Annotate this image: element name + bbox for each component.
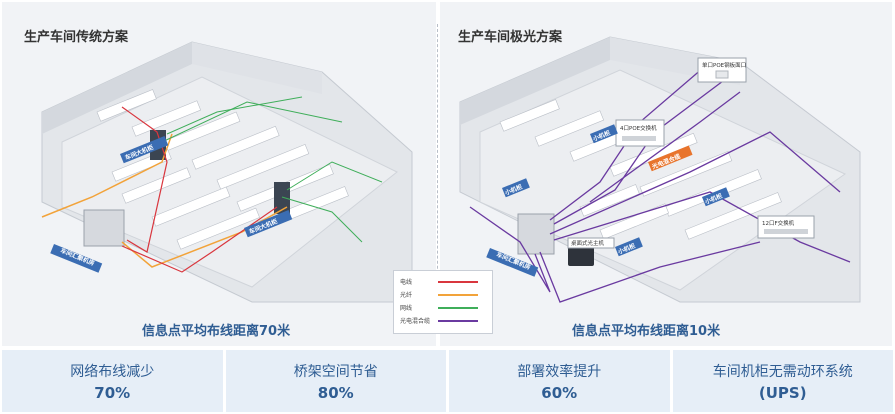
benefit-stats: 网络布线减少 70% 桥架空间节省 80% 部署效率提升 60% 车间机柜无需动…: [2, 350, 893, 412]
legend-fiber-swatch: [438, 293, 478, 296]
traditional-scheme-panel: 车间大机柜 车间大机柜 车间汇聚机房 生产车间传统方案 信息点平均布线距离70米: [2, 2, 436, 346]
legend-power-swatch: [438, 280, 478, 283]
legend-fiber: 光纤: [400, 288, 486, 301]
svg-text:桌面式光主机: 桌面式光主机: [571, 239, 605, 247]
desktop-optical-host-callout: 桌面式光主机: [567, 237, 615, 249]
svg-text:单口POE钢板面口: 单口POE钢板面口: [702, 61, 746, 69]
stat-no-environment-monitoring: 车间机柜无需动环系统 (UPS): [672, 350, 893, 412]
legend-network-swatch: [438, 306, 478, 309]
aurora-scheme-panel: 单口POE钢板面口 4口POE交换机 12口F交换机 桌面式光主机 小机柜: [440, 2, 892, 346]
aurora-workshop-illustration: 单口POE钢板面口 4口POE交换机 12口F交换机 桌面式光主机 小机柜: [459, 36, 861, 303]
fiber-switch-callout: 12口F交换机: [757, 215, 815, 239]
legend-power: 电线: [400, 275, 486, 288]
aurora-scheme-caption: 信息点平均布线距离10米: [572, 324, 721, 339]
stat-cabling-reduction: 网络布线减少 70%: [2, 350, 223, 412]
panel-divider: [437, 24, 438, 304]
poe-switch-callout: 4口POE交换机: [615, 119, 665, 147]
traditional-workshop-illustration: 车间大机柜 车间大机柜 车间汇聚机房: [41, 41, 413, 303]
legend-network: 网线: [400, 301, 486, 314]
aurora-scheme-title: 生产车间极光方案: [458, 30, 563, 45]
poe-panel-callout: 单口POE钢板面口: [697, 57, 747, 83]
legend-hybrid: 光电混合缆: [400, 314, 486, 327]
cable-legend: 电线 光纤 网线 光电混合缆: [393, 270, 493, 334]
stat-deployment-efficiency: 部署效率提升 60%: [449, 350, 670, 412]
traditional-scheme-title: 生产车间传统方案: [24, 30, 129, 45]
svg-text:4口POE交换机: 4口POE交换机: [620, 124, 657, 132]
traditional-scheme-caption: 信息点平均布线距离70米: [142, 324, 291, 339]
stat-tray-space-saving: 桥架空间节省 80%: [225, 350, 446, 412]
legend-hybrid-swatch: [438, 319, 478, 322]
svg-text:12口F交换机: 12口F交换机: [762, 219, 795, 227]
aggregation-room-tag: 车间汇聚机房: [50, 244, 103, 273]
